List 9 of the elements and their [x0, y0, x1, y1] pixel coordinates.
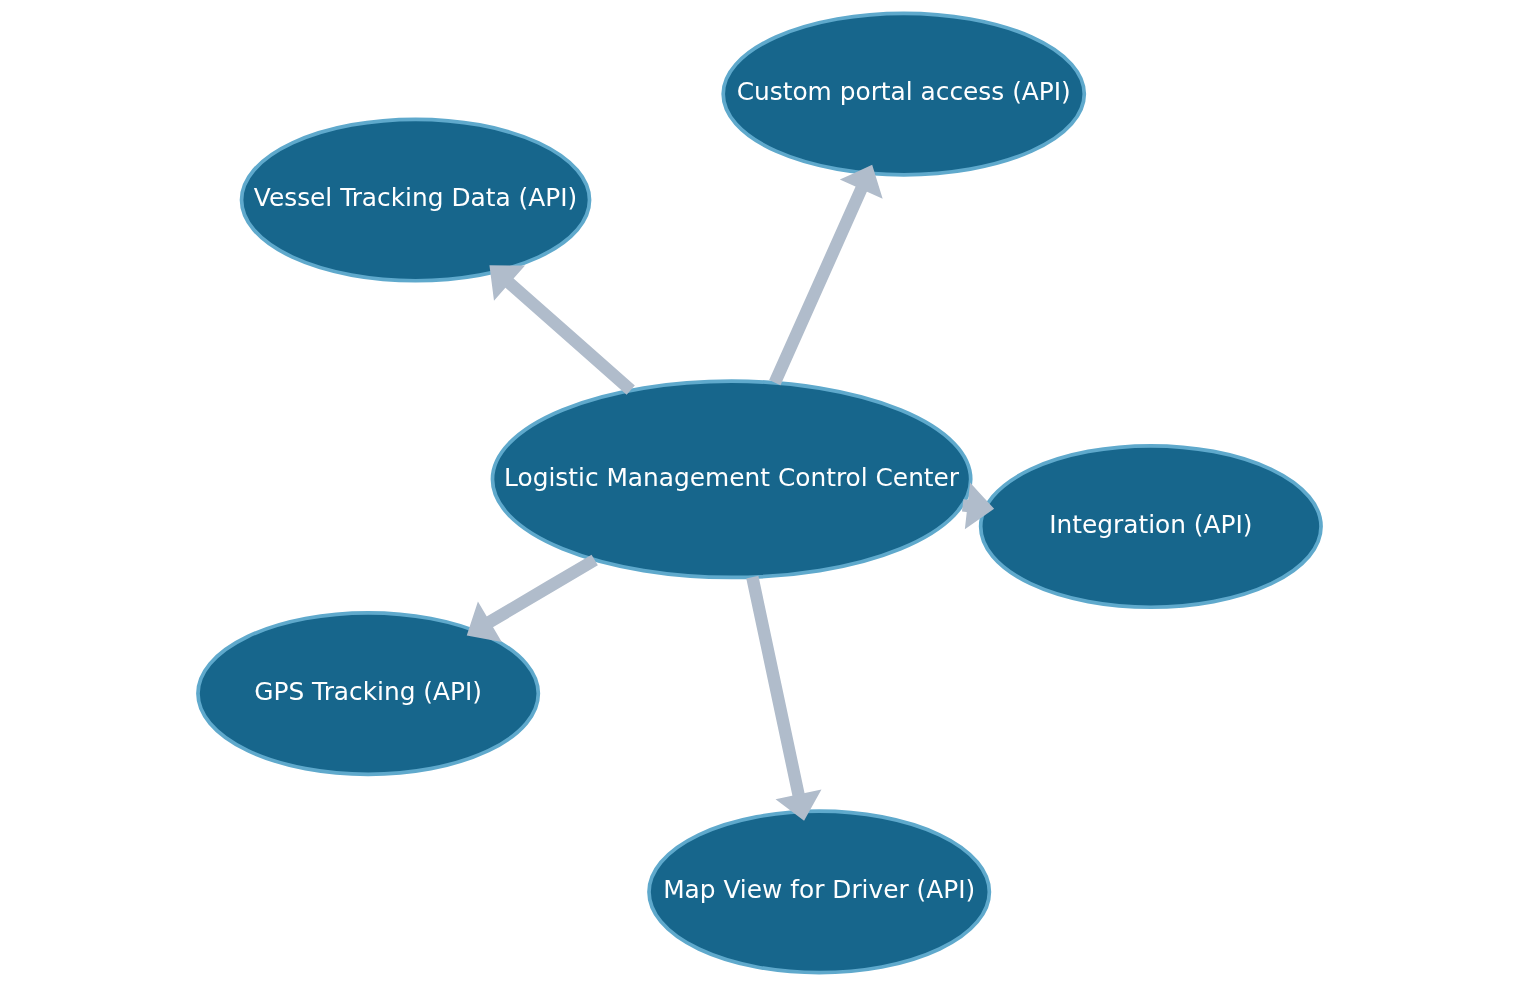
node-ellipse: Integration (API) — [978, 443, 1323, 610]
arrow — [489, 265, 635, 395]
arrow — [746, 575, 822, 821]
node-ellipse: Custom portal access (API) — [721, 11, 1087, 177]
node-ellipse: Map View for Driver (API) — [647, 809, 992, 975]
node-ellipse: GPS Tracking (API) — [196, 610, 541, 777]
node-ellipse: Vessel Tracking Data (API) — [239, 117, 592, 283]
arrow — [466, 554, 598, 642]
arrow — [769, 164, 883, 386]
